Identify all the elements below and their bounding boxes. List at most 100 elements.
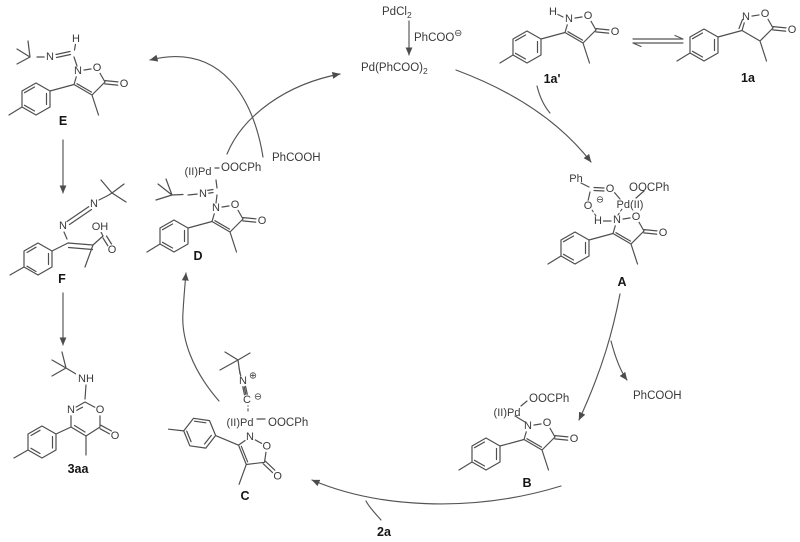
- atom-label-N: N: [199, 188, 207, 200]
- structure-1a: N O O 1a: [676, 7, 799, 85]
- benzoate-charge: ⊖: [454, 28, 462, 39]
- atom-label-N: N: [742, 11, 750, 23]
- atom-label-O: O: [258, 215, 267, 227]
- atom-label-O: O: [231, 199, 240, 211]
- extra-bonds: [219, 351, 266, 420]
- pdcl2-main: PdCl: [382, 6, 407, 18]
- atom-patch: [582, 200, 594, 212]
- atom-label-O: O: [93, 62, 102, 74]
- arrow-B-to-C: [311, 479, 562, 505]
- phcooh-regen-label: PhCOOH: [272, 152, 321, 164]
- atom-label-C: C: [243, 394, 251, 406]
- atom-patch: [90, 221, 109, 232]
- atom-label-N: N: [59, 220, 67, 232]
- atom-label-N: N: [239, 375, 247, 387]
- metal-label-IIPd: (II)Pd: [494, 407, 521, 419]
- atom-label-O: O: [584, 200, 593, 212]
- atom-label-O: O: [606, 183, 615, 195]
- atom-patch: [94, 404, 106, 416]
- atom-label-O: O: [96, 404, 105, 416]
- pdcl2-label: PdCl2: [382, 6, 412, 20]
- equilibrium-arrows: [632, 34, 684, 48]
- core-use: [167, 387, 297, 505]
- structure-C: (II)Pd OOCPh C ⊖ N ⊕ N O O C: [167, 351, 308, 505]
- atom-label-O: O: [543, 417, 552, 429]
- atom-patch: [241, 394, 253, 406]
- structure-A: Ph O OOCPh Pd(II) ⊖ O H N O O A: [547, 173, 670, 289]
- atom-label-H: H: [72, 33, 80, 45]
- atom-label-H: H: [594, 215, 602, 227]
- pdcl2-subscript: 2: [407, 10, 412, 20]
- structure-B: (II)Pd OOCPh N O O B: [458, 393, 581, 490]
- minus-charge-icon: ⊖: [254, 392, 262, 403]
- arrow-2a-join: [365, 500, 382, 521]
- metal-label-IIPd: (II)Pd: [185, 166, 212, 178]
- benzoate-anion-label: PhCOO⊖: [414, 28, 462, 44]
- compound-label-F: F: [58, 272, 66, 286]
- atom-label-O: O: [570, 433, 579, 445]
- azadiene-bonds: [9, 179, 127, 276]
- atom-label-O: O: [108, 244, 117, 256]
- reagent-2a-label: 2a: [377, 525, 392, 539]
- atom-label-H: H: [549, 6, 557, 18]
- rotated-core: [167, 387, 297, 505]
- phcooh-release-label: PhCOOH: [633, 390, 682, 402]
- atom-label-O: O: [263, 440, 272, 452]
- atom-label-N: N: [613, 214, 621, 226]
- atom-patch: [109, 430, 121, 442]
- pd-benzoate-main: Pd(PhCOO): [361, 62, 423, 74]
- pd-benzoate-label: Pd(PhCOO)2: [361, 62, 428, 76]
- atom-label-N: N: [46, 51, 54, 63]
- atom-label-N: N: [90, 198, 98, 210]
- extra-bonds: [580, 182, 645, 242]
- atom-label-OH: OH: [92, 221, 109, 233]
- extra-bonds: [155, 167, 231, 230]
- compound-label-1a-prime: 1a': [544, 72, 561, 86]
- benzoate-main: PhCOO: [414, 32, 454, 44]
- atom-label-O: O: [120, 78, 129, 90]
- core-use: [676, 7, 799, 62]
- atom-label-O: O: [632, 211, 641, 223]
- structure-3aa: NH N O O 3aa: [13, 351, 121, 476]
- atom-patch: [57, 220, 69, 232]
- atom-label-O: O: [761, 8, 770, 20]
- atom-label-O: O: [659, 227, 668, 239]
- minus-charge-icon: ⊖: [596, 195, 604, 206]
- atom-label-N: N: [74, 65, 82, 77]
- compound-label-A: A: [617, 275, 626, 289]
- arrow-1a-join: [536, 85, 551, 114]
- atom-label-O: O: [788, 24, 797, 36]
- structure-E: H N N O O E: [8, 33, 131, 128]
- ligand-label-OOCPh: OOCPh: [268, 417, 308, 429]
- metal-label-IIPd: (II)Pd: [227, 417, 254, 429]
- atom-label-N: N: [212, 202, 220, 214]
- cycle-arrows: [59, 20, 684, 521]
- atom-patch: [548, 7, 558, 17]
- atom-label-O: O: [273, 470, 282, 482]
- core-use: [499, 9, 622, 64]
- ligand-label-OOCPh: OOCPh: [221, 162, 261, 174]
- structure-F: N N OH O F: [9, 179, 127, 286]
- imine-double-bond: [738, 18, 744, 30]
- metal-label-PdII: Pd(II): [617, 199, 644, 211]
- extra-bonds: [514, 400, 543, 448]
- arrow-D-to-E: [149, 54, 264, 158]
- plus-charge-icon: ⊕: [249, 371, 257, 382]
- atom-patch: [71, 34, 81, 44]
- atom-patch: [237, 375, 249, 387]
- arrow-phcooh-release: [610, 340, 628, 381]
- compound-label-E: E: [59, 114, 67, 128]
- atom-patch: [76, 373, 96, 384]
- oxazinone-bonds: [13, 351, 113, 459]
- coordination-dashes: [591, 208, 623, 217]
- core-use: [8, 61, 131, 116]
- atom-patch: [88, 198, 100, 210]
- atom-label-N: N: [246, 431, 254, 443]
- arrow-C-to-D: [181, 272, 220, 402]
- arrow-catalyst-to-A: [455, 69, 592, 163]
- atom-label-N: N: [524, 420, 532, 432]
- atom-label-O: O: [584, 10, 593, 22]
- compound-label-C: C: [240, 489, 249, 503]
- compound-label-1a: 1a: [741, 71, 756, 85]
